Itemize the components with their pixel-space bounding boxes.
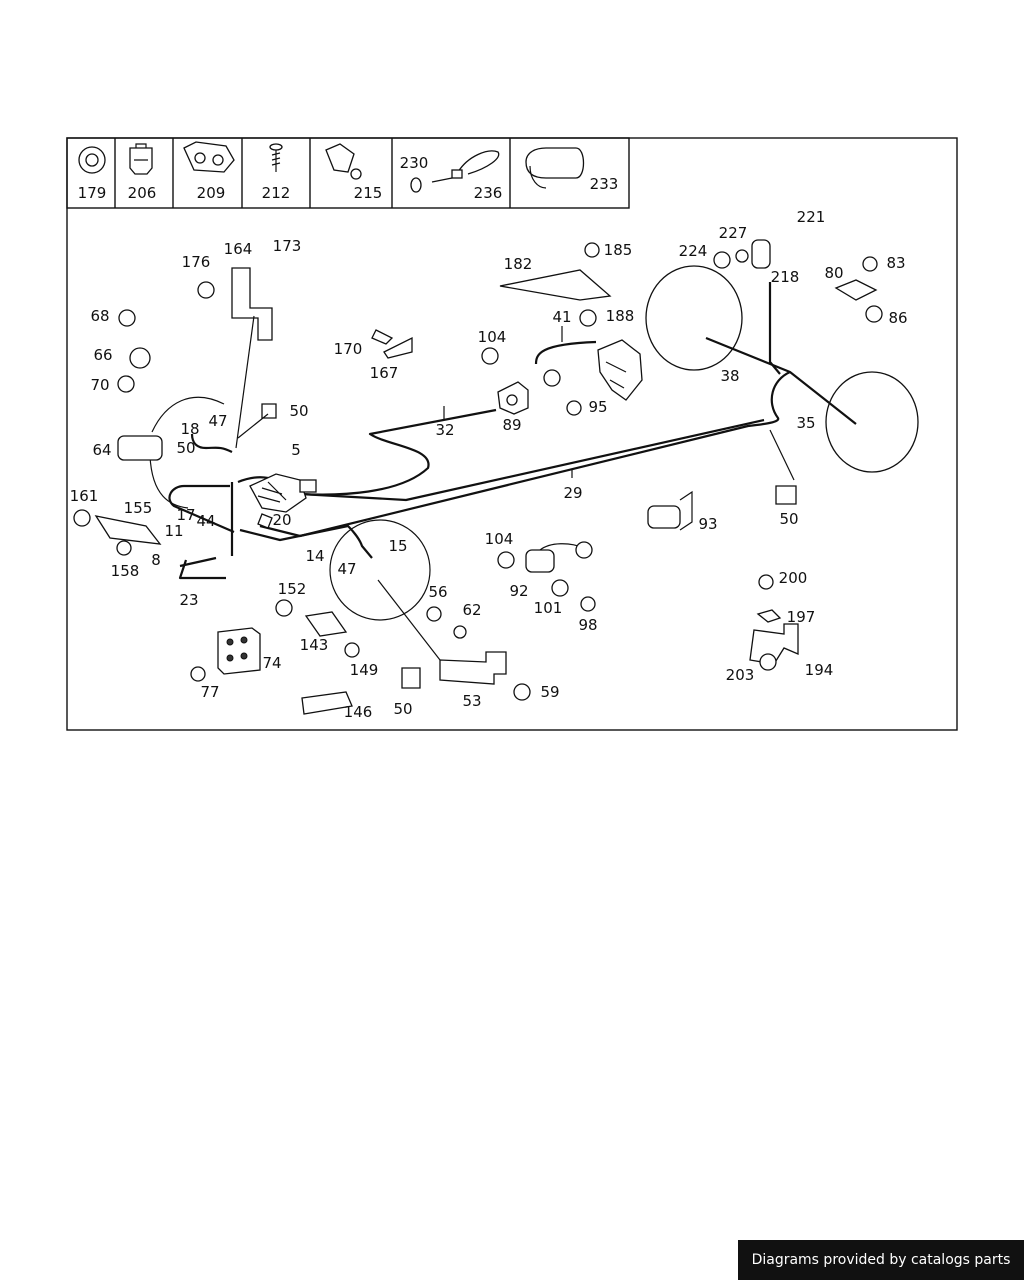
diagram-frame (66, 137, 958, 731)
legend-label-209: 209 (197, 184, 226, 202)
legend-label-179: 179 (78, 184, 107, 202)
callout: 194 (805, 661, 834, 679)
callout: 149 (350, 661, 379, 679)
distributor-fitting-89 (497, 369, 561, 415)
callout: 188 (606, 307, 635, 325)
callout: 83 (886, 254, 905, 272)
callout: 47 (208, 412, 227, 430)
legend-label-236: 236 (474, 184, 503, 202)
callout: 35 (796, 414, 815, 432)
callout: 104 (485, 530, 514, 548)
callout: 221 (797, 208, 826, 226)
callout: 227 (719, 224, 748, 242)
pipe-clip-icon (129, 143, 153, 175)
callout: 47 (337, 560, 356, 578)
callout: 152 (278, 580, 307, 598)
callout: 62 (462, 601, 481, 619)
callout: 155 (124, 499, 153, 517)
legend-label-206: 206 (128, 184, 157, 202)
callout: 170 (334, 340, 363, 358)
callout: 77 (200, 683, 219, 701)
callout: 185 (604, 241, 633, 259)
leader-lines (235, 315, 795, 661)
clamp-bolt-icon (325, 143, 362, 180)
distribution-block-74 (217, 627, 261, 675)
callout: 32 (435, 421, 454, 439)
callout: 74 (262, 654, 281, 672)
callout: 92 (509, 582, 528, 600)
callout: 29 (563, 484, 582, 502)
callout: 86 (888, 309, 907, 327)
callout: 173 (273, 237, 302, 255)
callout: 15 (388, 537, 407, 555)
connector-93 (647, 490, 693, 531)
callout: 59 (540, 683, 559, 701)
callout: 64 (92, 441, 111, 459)
brake-pressure-regulator (597, 339, 643, 401)
screw-icon (269, 143, 283, 172)
callout-labels: 179 206 209 212 215 230 236 233 176 164 … (70, 154, 908, 721)
protective-sleeve-icon (525, 147, 585, 189)
connector-92 (525, 541, 593, 573)
double-clip-icon (183, 141, 235, 173)
callout: 53 (462, 692, 481, 710)
callout: 23 (179, 591, 198, 609)
callout: 182 (504, 255, 533, 273)
small-hardware (73, 239, 883, 701)
legend-label-233: 233 (590, 175, 619, 193)
callout: 66 (93, 346, 112, 364)
parts-legend-strip (66, 137, 630, 209)
callout: 5 (291, 441, 301, 459)
callout: 56 (428, 583, 447, 601)
master-cylinder (249, 473, 317, 513)
callout: 44 (196, 512, 215, 530)
callout: 38 (720, 367, 739, 385)
callout: 158 (111, 562, 140, 580)
callout: 104 (478, 328, 507, 346)
legend-label-215: 215 (354, 184, 383, 202)
callout: 164 (224, 240, 253, 258)
callout: 68 (90, 307, 109, 325)
callout: 98 (578, 616, 597, 634)
callout: 8 (151, 551, 161, 569)
front-brake-discs (149, 396, 431, 621)
callout: 50 (779, 510, 798, 528)
callout: 70 (90, 376, 109, 394)
legend-label-230: 230 (400, 154, 429, 172)
callout: 143 (300, 636, 329, 654)
bracket-brackets (94, 267, 799, 715)
callout: 20 (272, 511, 291, 529)
callout: 50 (176, 439, 195, 457)
credit-banner: Diagrams provided by catalogs parts (738, 1240, 1024, 1280)
callout: 224 (679, 242, 708, 260)
callout: 17 (176, 506, 195, 524)
callout: 200 (779, 569, 808, 587)
callout: 176 (182, 253, 211, 271)
callout: 14 (305, 547, 324, 565)
callout: 80 (824, 264, 843, 282)
callout: 95 (588, 398, 607, 416)
grommet-icon (78, 146, 106, 174)
callout: 41 (552, 308, 571, 326)
callout: 203 (726, 666, 755, 684)
callout: 161 (70, 487, 99, 505)
callout: 89 (502, 416, 521, 434)
callout: 93 (698, 515, 717, 533)
callout: 11 (164, 522, 183, 540)
callout: 146 (344, 703, 373, 721)
legend-label-212: 212 (262, 184, 291, 202)
brake-pipe-network (168, 282, 857, 580)
callout: 167 (370, 364, 399, 382)
callout: 218 (771, 268, 800, 286)
callout: 50 (289, 402, 308, 420)
callout: 18 (180, 420, 199, 438)
callout: 50 (393, 700, 412, 718)
cable-tie-icon (431, 150, 500, 183)
callout: 197 (787, 608, 816, 626)
washer-icon (410, 177, 422, 193)
callout: 101 (534, 599, 563, 617)
